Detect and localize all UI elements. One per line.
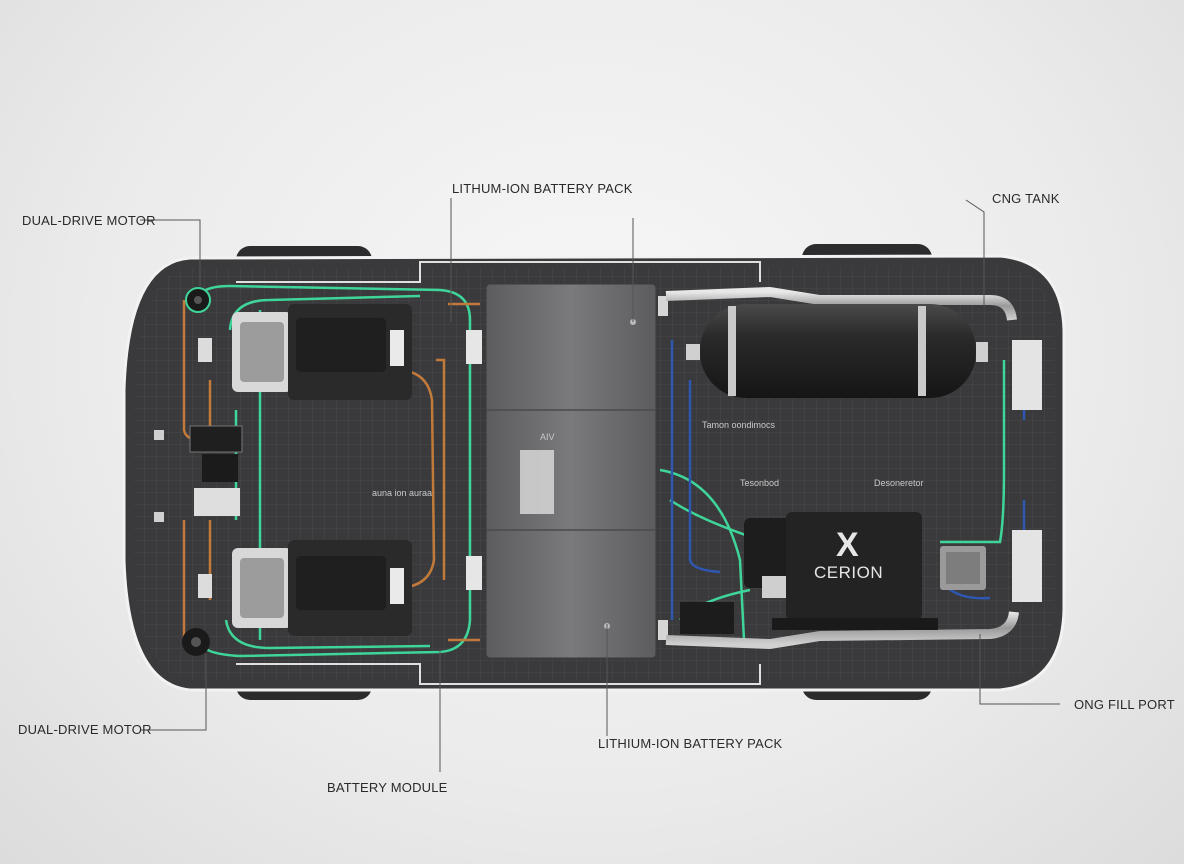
coolant-lines <box>196 284 1006 658</box>
cng-pipes <box>665 286 1019 650</box>
fan-icon <box>185 287 211 313</box>
label-battery-pack-bottom: LITHIUM-ION BATTERY PACK <box>598 736 783 751</box>
label-cng-tank: CNG TANK <box>992 191 1060 206</box>
engine-brand: CERION <box>814 563 883 582</box>
rear-module-bottom <box>1012 530 1042 602</box>
motor-top <box>232 304 412 400</box>
center-plate-text: auna ion auraa <box>372 488 432 498</box>
fan-icon <box>182 628 210 656</box>
rear-module-top <box>1012 340 1042 410</box>
connector-icon <box>154 430 164 440</box>
label-dual-drive-motor-top: DUAL-DRIVE MOTOR <box>22 213 156 228</box>
engine-tag-right: Desoneretor <box>874 478 924 488</box>
label-battery-pack-top: LITHUM-ION BATTERY PACK <box>452 181 633 196</box>
tank-plate: Tamon oondimocs <box>702 420 776 430</box>
label-battery-module: BATTERY MODULE <box>327 780 448 795</box>
tank-icon: Tamon oondimocs <box>686 304 988 430</box>
label-dual-drive-motor-bottom: DUAL-DRIVE MOTOR <box>18 722 152 737</box>
center-controller: auna ion auraa <box>154 338 432 598</box>
label-cng-fill-port: ONG FILL PORT <box>1074 697 1175 712</box>
engine-logo: X <box>836 526 859 564</box>
battery-mark: AIV <box>540 432 555 442</box>
engine-icon: X CERION Tesonbod Desoneretor <box>740 478 938 630</box>
connector-icon <box>154 512 164 522</box>
fill-port-icon <box>940 546 986 590</box>
motor-bottom <box>232 540 412 636</box>
battery-icon: AIV <box>466 283 668 659</box>
aux-module <box>680 602 734 634</box>
callout-lines <box>140 198 1060 772</box>
engine-tag-left: Tesonbod <box>740 478 779 488</box>
